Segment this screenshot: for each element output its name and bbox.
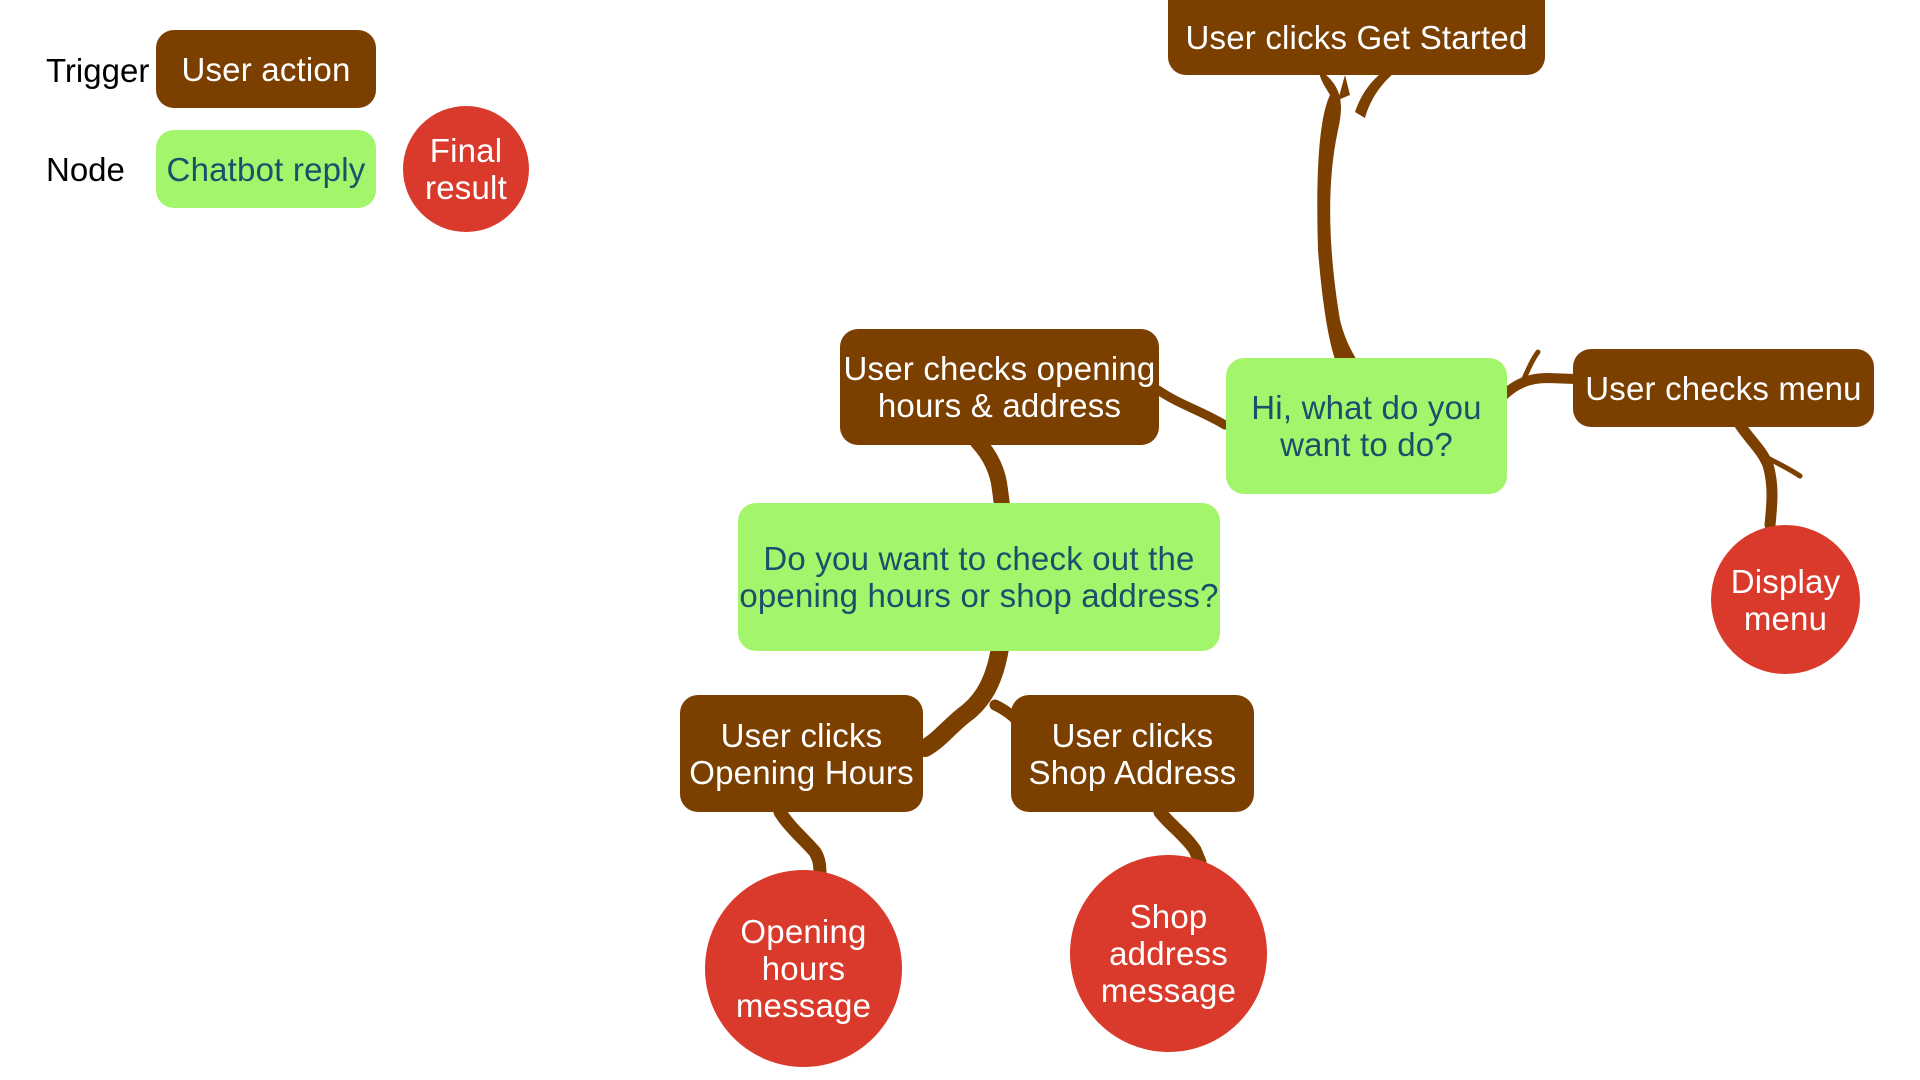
legend-chatbot-reply: Chatbot reply	[156, 130, 376, 208]
node-user-clicks-shop-address: User clicks Shop Address	[1011, 695, 1254, 812]
node-display-menu: Display menu	[1711, 525, 1860, 674]
branch-menu-twig	[1519, 349, 1541, 386]
branch-trunk	[1317, 70, 1358, 362]
branch-greeting-to-menu	[1495, 372, 1580, 404]
branch-opening-hours-to-message	[773, 805, 827, 883]
node-opening-hours-message: Opening hours message	[705, 870, 902, 1067]
node-greeting: Hi, what do you want to do?	[1226, 358, 1507, 494]
node-hours-or-address-question: Do you want to check out the opening hou…	[738, 503, 1220, 651]
legend-user-action: User action	[156, 30, 376, 108]
branch-greeting-to-hours-address	[1153, 385, 1230, 430]
node-shop-address-message: Shop address message	[1070, 855, 1267, 1052]
branch-hours-address-to-question	[970, 434, 1010, 513]
branch-shop-address-to-message	[1153, 805, 1207, 869]
legend-node-label: Node	[46, 151, 125, 188]
legend-final-result: Final result	[403, 106, 529, 232]
node-user-checks-menu: User checks menu	[1573, 349, 1874, 427]
branch-question-to-opening-hours	[916, 639, 1009, 757]
branch-menu-to-display	[1734, 419, 1778, 531]
node-user-clicks-get-started: User clicks Get Started	[1168, 0, 1545, 75]
branch-trunk-fork	[1338, 70, 1395, 118]
node-user-clicks-opening-hours: User clicks Opening Hours	[680, 695, 923, 812]
node-user-checks-hours-address: User checks opening hours & address	[840, 329, 1159, 445]
legend-trigger-label: Trigger	[46, 52, 150, 89]
branch-menu-twig-2	[1759, 452, 1803, 479]
